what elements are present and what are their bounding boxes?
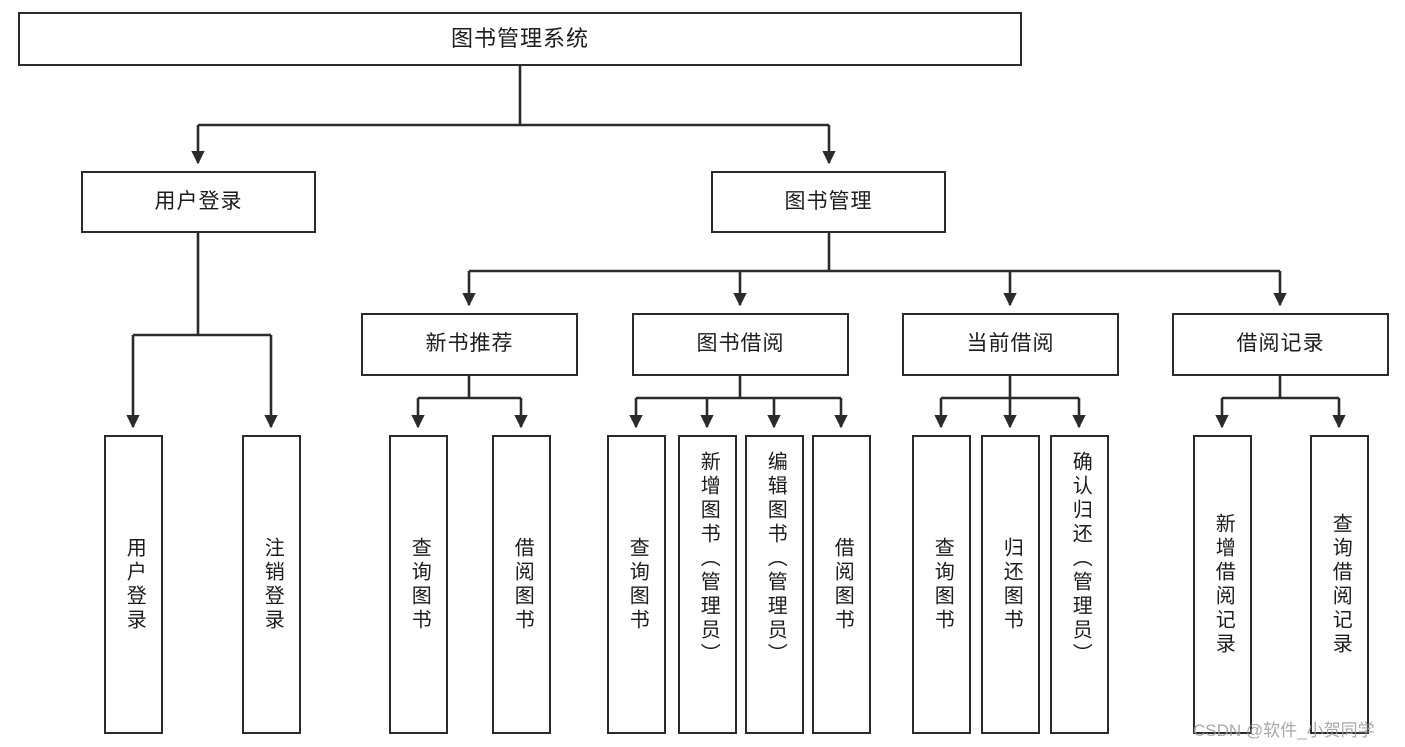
leaf-query-book-recommend[interactable]: 查询图书 (389, 435, 448, 734)
node-label: 查询图书 (931, 536, 954, 633)
leaf-confirm-return[interactable]: 确认归还（管理员） (1050, 435, 1109, 734)
node-label: 当前借阅 (966, 332, 1055, 356)
leaf-return-book[interactable]: 归还图书 (981, 435, 1040, 734)
leaf-add-borrow-record[interactable]: 新增借阅记录 (1193, 435, 1252, 734)
node-label: 查询借阅记录 (1329, 512, 1352, 657)
node-borrow-record[interactable]: 借阅记录 (1172, 313, 1389, 376)
node-label: 用户登录 (154, 189, 243, 213)
node-label: 新增借阅记录 (1212, 512, 1235, 657)
node-label: 归还图书 (1000, 536, 1023, 633)
node-label: 确认归还（管理员） (1069, 451, 1092, 667)
node-label: 编辑图书（管理员） (764, 451, 787, 667)
leaf-query-book-current[interactable]: 查询图书 (912, 435, 971, 734)
node-label: 用户登录 (123, 536, 146, 633)
leaf-edit-book[interactable]: 编辑图书（管理员） (745, 435, 804, 734)
node-label: 查询图书 (408, 536, 431, 633)
csdn-watermark: CSDN @软件_小贺同学 (1193, 721, 1375, 740)
node-label: 新增图书（管理员） (697, 451, 720, 667)
node-new-book-recommend[interactable]: 新书推荐 (361, 313, 578, 376)
leaf-add-book[interactable]: 新增图书（管理员） (678, 435, 737, 734)
leaf-borrow-book[interactable]: 借阅图书 (812, 435, 871, 734)
node-label: 图书管理系统 (450, 26, 589, 52)
leaf-query-book-borrow[interactable]: 查询图书 (607, 435, 666, 734)
node-root-system[interactable]: 图书管理系统 (18, 12, 1022, 66)
leaf-user-logout[interactable]: 注销登录 (242, 435, 301, 734)
node-label: 新书推荐 (425, 332, 514, 356)
leaf-borrow-book-recommend[interactable]: 借阅图书 (492, 435, 551, 734)
node-label: 图书借阅 (696, 332, 785, 356)
leaf-query-borrow-record[interactable]: 查询借阅记录 (1310, 435, 1369, 734)
node-current-borrow[interactable]: 当前借阅 (902, 313, 1119, 376)
node-book-manage[interactable]: 图书管理 (711, 171, 946, 233)
node-label: 注销登录 (261, 536, 284, 633)
leaf-user-login[interactable]: 用户登录 (104, 435, 163, 734)
node-book-borrow[interactable]: 图书借阅 (632, 313, 849, 376)
node-label: 图书管理 (784, 189, 873, 213)
node-label: 查询图书 (626, 536, 649, 633)
node-label: 借阅图书 (831, 536, 854, 633)
node-user-login[interactable]: 用户登录 (81, 171, 316, 233)
node-label: 借阅记录 (1236, 332, 1325, 356)
node-label: 借阅图书 (511, 536, 534, 633)
